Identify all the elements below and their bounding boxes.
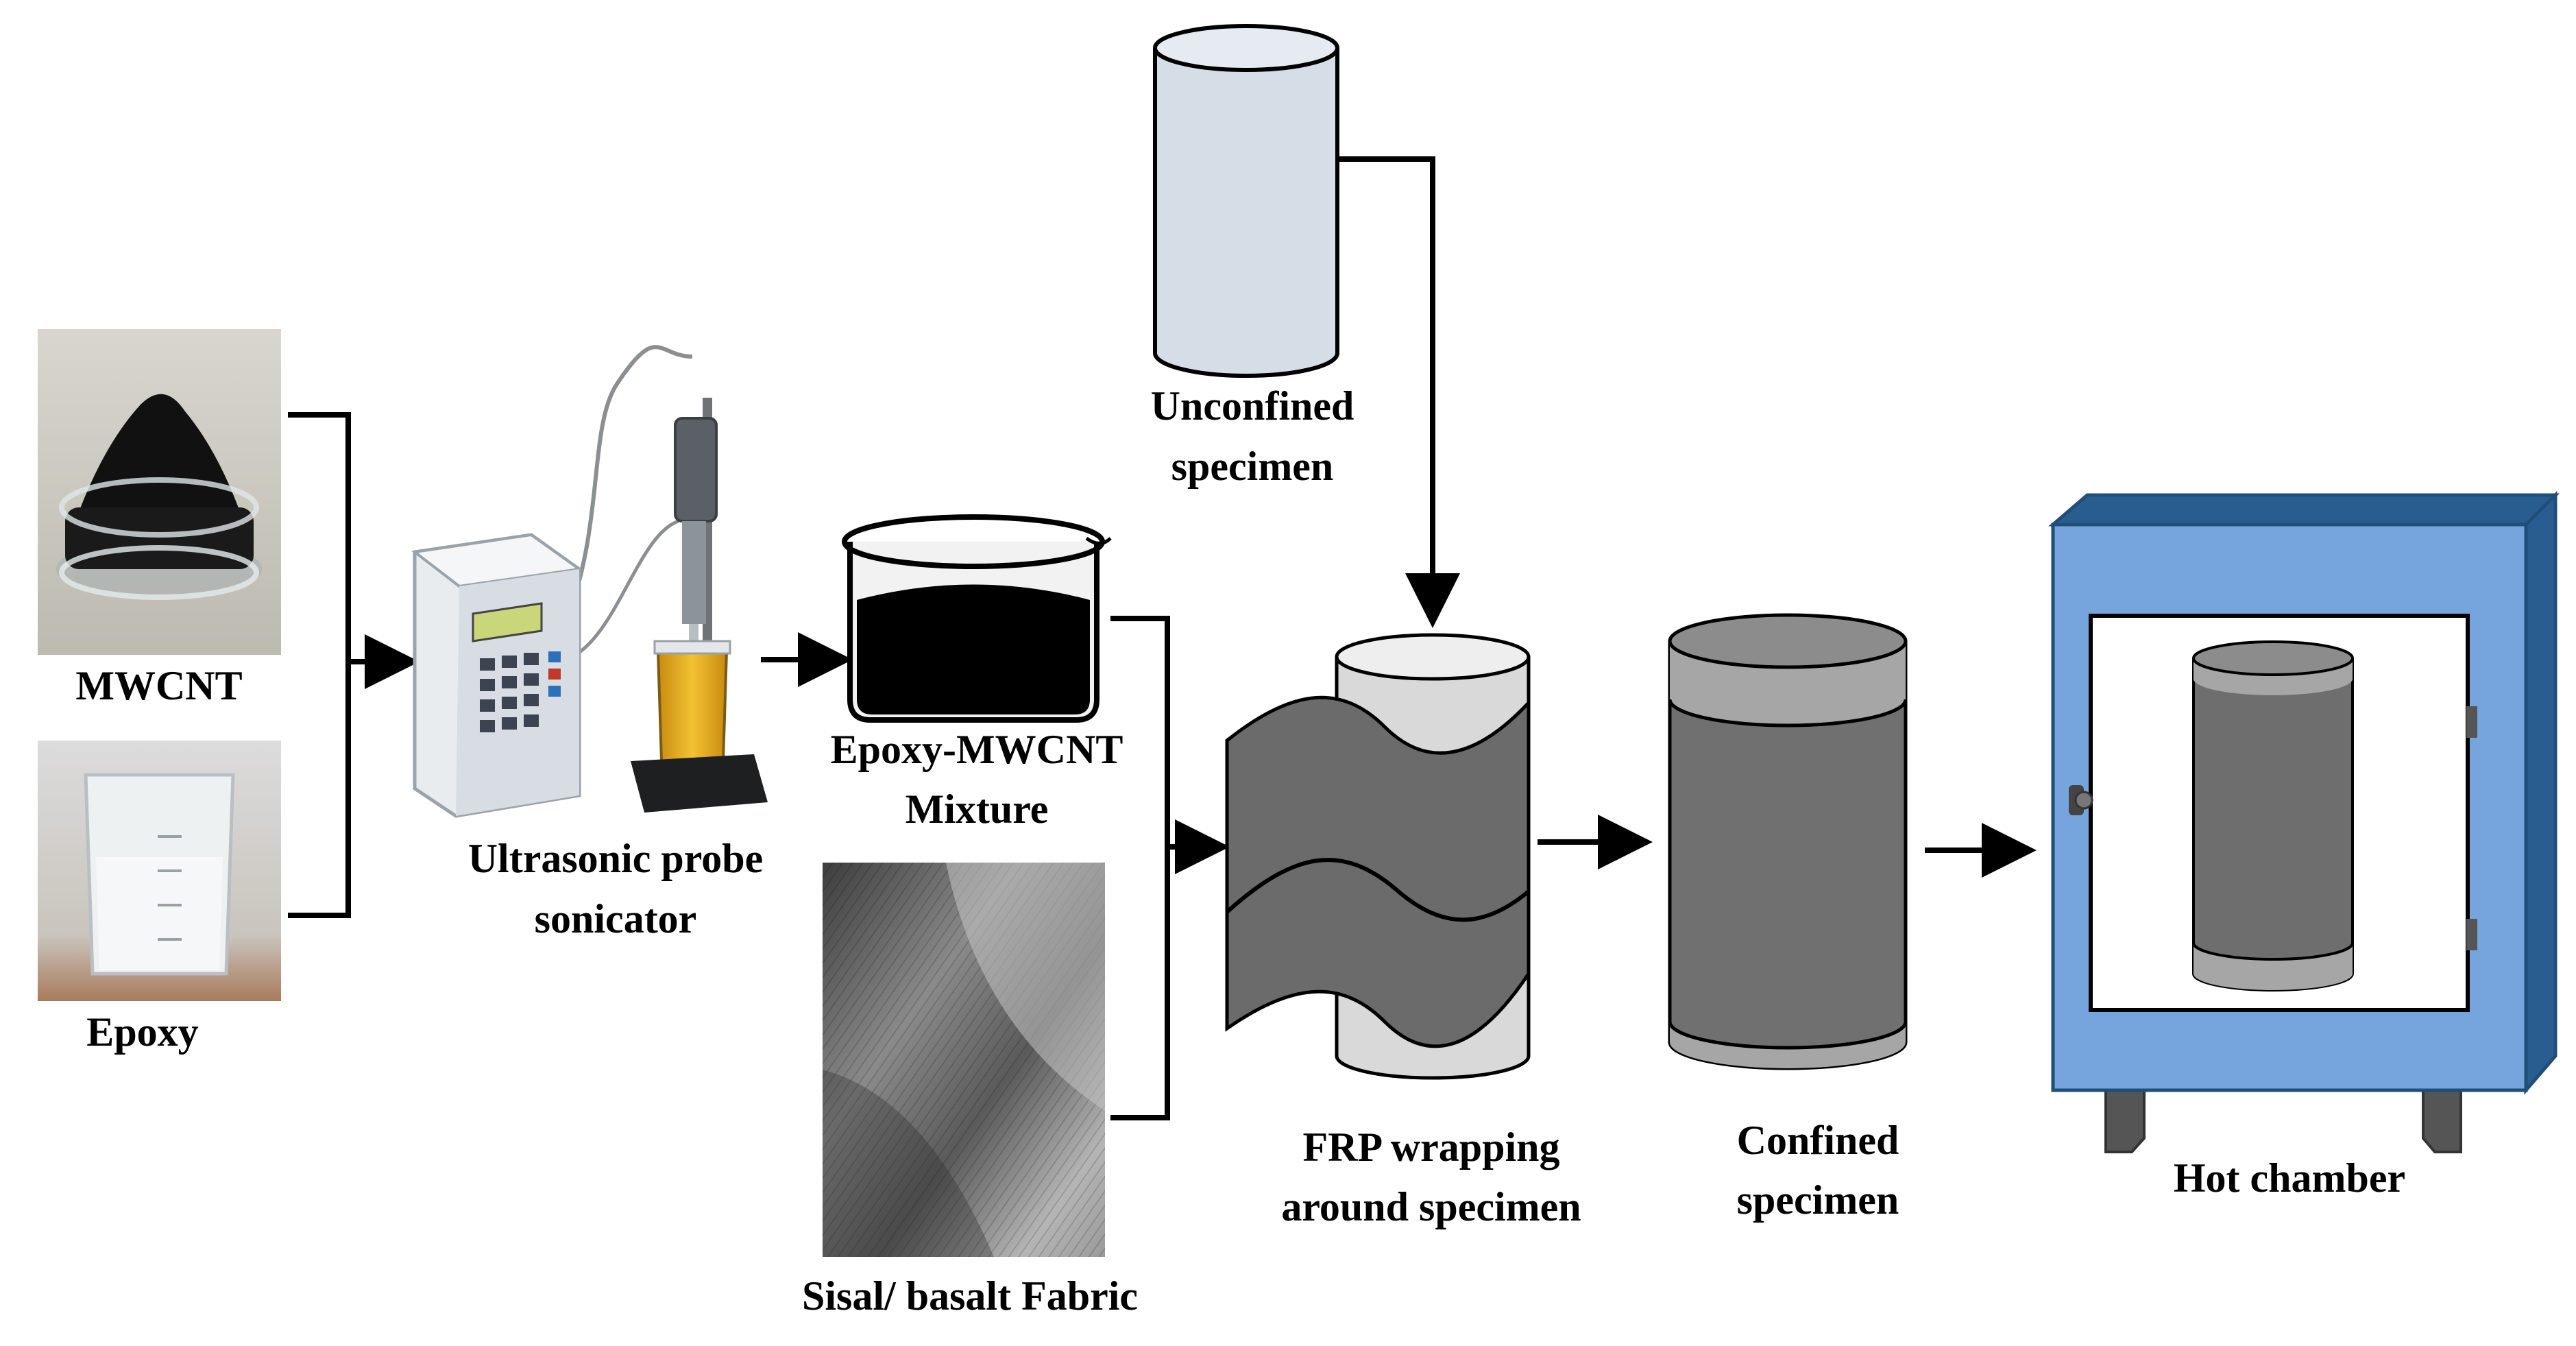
confined-specimen <box>1668 613 1908 1070</box>
sonicator-label-line1: Ultrasonic probe <box>468 836 764 881</box>
confined-label-line1: Confined <box>1737 1118 1899 1163</box>
arrow-unconfined-to-wrapping <box>1339 156 1460 628</box>
epoxy-photo <box>38 741 281 1001</box>
mwcnt-photo <box>38 329 281 655</box>
mixture-label-line2: Mixture <box>906 786 1049 832</box>
mwcnt-label: MWCNT <box>75 663 242 708</box>
mixture-label-line1: Epoxy-MWCNT <box>831 727 1123 772</box>
unconfined-label-line1: Unconfined <box>1151 383 1354 429</box>
mixture-beaker <box>842 514 1112 723</box>
input-bracket <box>288 412 420 918</box>
mixture-fabric-bracket <box>1110 616 1230 1120</box>
fabric-label: Sisal/ basalt Fabric <box>802 1273 1138 1319</box>
chamber-label: Hot chamber <box>2174 1155 2405 1201</box>
wrapping-label-line1: FRP wrapping <box>1302 1125 1559 1170</box>
sonicator-label-line2: sonicator <box>535 896 697 941</box>
confined-label-line2: specimen <box>1737 1177 1899 1223</box>
unconfined-specimen <box>1153 24 1339 378</box>
sonicator-device <box>411 345 768 818</box>
unconfined-label-line2: specimen <box>1171 444 1334 489</box>
fabric-photo <box>823 863 1105 1257</box>
hot-chamber <box>2048 490 2560 1153</box>
frp-wrapping <box>1225 633 1531 1080</box>
epoxy-label: Epoxy <box>86 1009 198 1055</box>
wrapping-label-line2: around specimen <box>1281 1184 1581 1229</box>
